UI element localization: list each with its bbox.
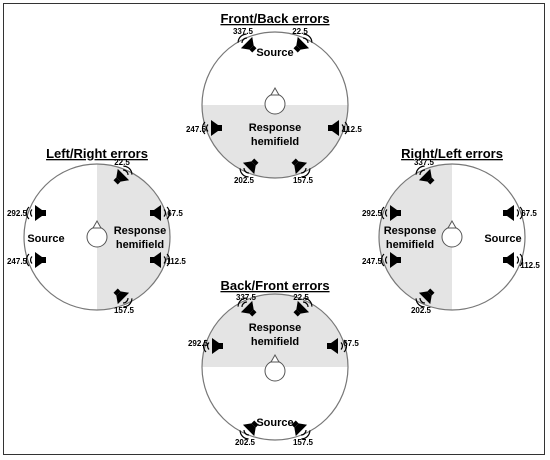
panel-left-right: Left/Right errors Source Response hemifi…: [7, 146, 186, 315]
loudspeaker-icon: [150, 252, 171, 268]
source-label: Source: [27, 233, 64, 245]
speaker-angle: 292.5: [188, 339, 209, 348]
panel-title: Front/Back errors: [220, 11, 329, 26]
speaker-circle: [201, 293, 349, 441]
response-label-line2: hemifield: [251, 136, 299, 148]
speaker-angle: 202.5: [235, 438, 256, 447]
speaker-angle: 202.5: [234, 176, 255, 185]
response-label-line2: hemifield: [386, 239, 434, 251]
speaker-angle: 67.5: [343, 339, 359, 348]
loudspeaker-icon: [327, 338, 348, 354]
listener-head-icon: [86, 219, 108, 248]
speaker-angle: 292.5: [362, 209, 383, 218]
loudspeaker-icon: [25, 205, 46, 221]
loudspeaker-icon: [503, 252, 524, 268]
loudspeaker-icon: [328, 120, 349, 136]
loudspeaker-icon: [25, 252, 46, 268]
panel-right-left: Right/Left errors Source Response hemifi…: [362, 146, 540, 315]
speaker-angle: 157.5: [114, 306, 135, 315]
listener-head-icon: [264, 86, 286, 115]
speaker-angle: 22.5: [114, 158, 130, 167]
panel-back-front: Back/Front errors Response hemifield Sou…: [188, 278, 359, 447]
loudspeaker-icon: [202, 338, 223, 354]
speaker-angle: 157.5: [293, 438, 314, 447]
loudspeaker-icon: [415, 165, 435, 185]
speaker-angle: 247.5: [362, 257, 383, 266]
speaker-angle: 247.5: [186, 125, 207, 134]
speaker-angle: 292.5: [7, 209, 28, 218]
listener-head-icon: [441, 219, 463, 248]
speaker-angle: 22.5: [292, 27, 308, 36]
source-label: Source: [484, 233, 521, 245]
loudspeaker-icon: [201, 120, 222, 136]
loudspeaker-icon: [237, 33, 257, 53]
loudspeaker-icon: [291, 420, 311, 440]
loudspeaker-icon: [113, 288, 133, 308]
loudspeaker-icon: [291, 158, 311, 178]
response-label-line1: Response: [384, 225, 437, 237]
loudspeaker-icon: [503, 205, 524, 221]
loudspeaker-icon: [380, 205, 401, 221]
speaker-angle: 247.5: [7, 257, 28, 266]
panel-title: Right/Left errors: [401, 146, 503, 161]
speaker-angle: 337.5: [414, 158, 435, 167]
speaker-angle: 67.5: [167, 209, 183, 218]
speaker-angle: 112.5: [520, 261, 540, 270]
loudspeaker-icon: [150, 205, 171, 221]
response-label-line1: Response: [114, 225, 167, 237]
source-label: Source: [256, 47, 293, 59]
speaker-angle: 22.5: [293, 293, 309, 302]
response-label-line1: Response: [249, 322, 302, 334]
panel-front-back: Front/Back errors Source Response hemifi…: [186, 11, 362, 185]
speaker-angle: 337.5: [233, 27, 254, 36]
response-label-line2: hemifield: [116, 239, 164, 251]
loudspeaker-icon: [293, 297, 313, 317]
loudspeaker-icon: [239, 158, 259, 178]
speaker-angle: 202.5: [411, 306, 432, 315]
speaker-circle: [23, 163, 171, 311]
listener-head-icon: [264, 353, 286, 382]
panel-title: Left/Right errors: [46, 146, 148, 161]
loudspeaker-icon: [293, 33, 313, 53]
speaker-angle: 157.5: [293, 176, 314, 185]
response-label-line1: Response: [249, 122, 302, 134]
speaker-circle: [378, 163, 526, 311]
speaker-angle: 112.5: [342, 125, 362, 134]
speaker-angle: 67.5: [521, 209, 537, 218]
response-label-line2: hemifield: [251, 336, 299, 348]
speaker-angle: 112.5: [166, 257, 186, 266]
speaker-circle: [201, 31, 349, 179]
loudspeaker-icon: [380, 252, 401, 268]
speaker-angle: 337.5: [236, 293, 257, 302]
loudspeaker-icon: [113, 165, 133, 185]
source-label: Source: [256, 417, 293, 429]
panel-title: Back/Front errors: [220, 278, 329, 293]
